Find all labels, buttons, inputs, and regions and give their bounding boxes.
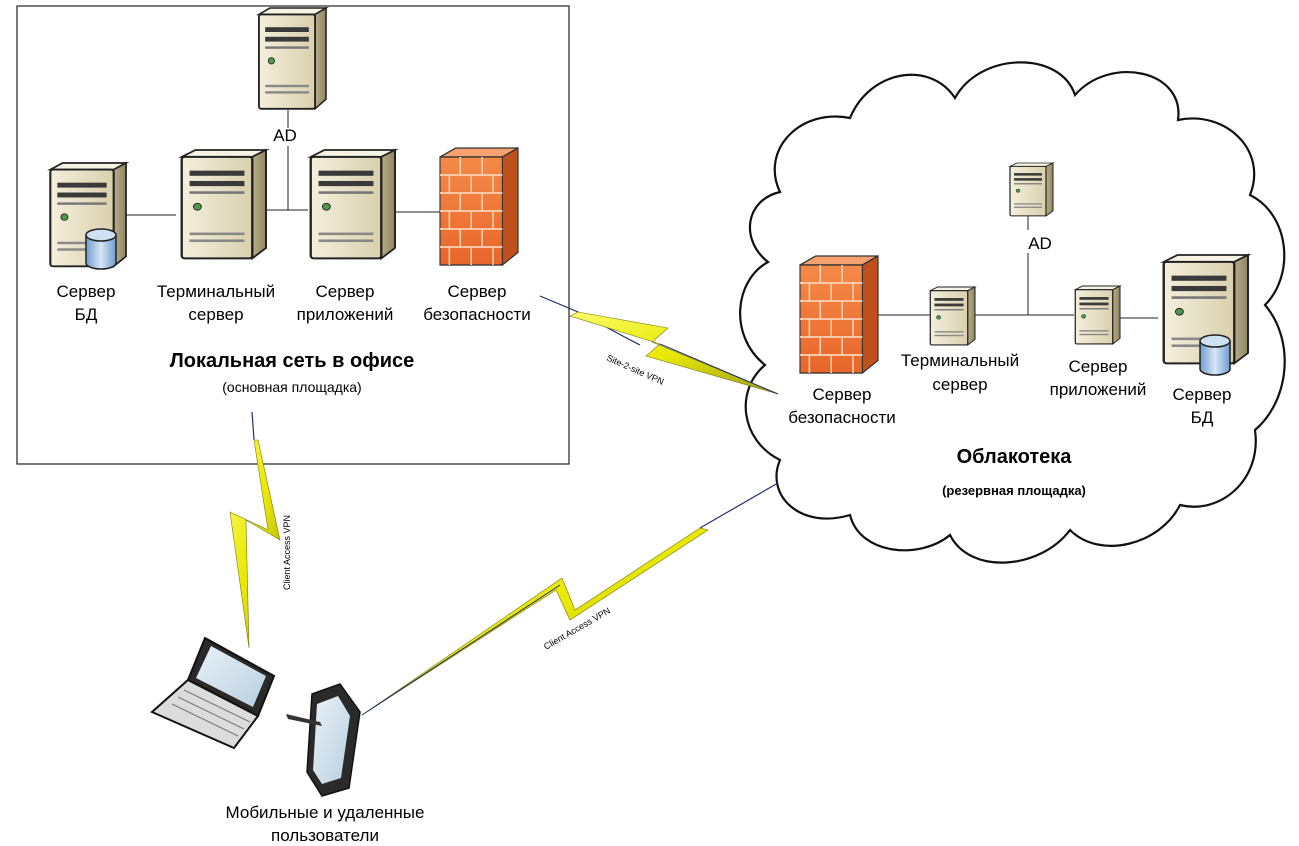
- cloud-security-label-1: Сервер: [813, 385, 872, 404]
- office-terminal-server-icon: [180, 148, 268, 260]
- office-ad-server-icon: [257, 7, 327, 110]
- cloud-app-label-2: приложений: [1050, 380, 1147, 399]
- tablet-icon: [286, 683, 361, 797]
- laptop-icon: [150, 636, 276, 750]
- cloud-terminal-label-1: Терминальный: [901, 351, 1019, 370]
- cloud-ad-server-icon: [1009, 162, 1054, 217]
- office-app-server-icon: [309, 148, 397, 260]
- office-db-label-1: Сервер: [57, 282, 116, 301]
- office-app-label-2: приложений: [297, 305, 394, 324]
- cloud-db-cylinder-icon: [1199, 334, 1231, 376]
- office-security-label-2: безопасности: [423, 305, 530, 324]
- office-terminal-label-2: сервер: [188, 305, 243, 324]
- cloud-title: Облакотека: [957, 446, 1073, 468]
- cloud-firewall-icon: [799, 255, 879, 374]
- cloud-app-server-icon: [1074, 285, 1121, 345]
- cloud-security-label-2: безопасности: [788, 408, 895, 427]
- cloud-app-label-1: Сервер: [1069, 357, 1128, 376]
- office-db-cylinder-icon: [85, 228, 117, 270]
- cloud-terminal-label-2: сервер: [932, 375, 987, 394]
- client-vpn-cloud-link: [361, 482, 779, 716]
- office-security-label-1: Сервер: [448, 282, 507, 301]
- client-vpn-office-link: [229, 411, 281, 649]
- office-subtitle: (основная площадка): [222, 379, 361, 395]
- office-firewall-icon: [439, 147, 519, 266]
- cloud-db-label-2: БД: [1191, 408, 1214, 427]
- office-title: Локальная сеть в офисе: [170, 350, 415, 372]
- users-label-1: Мобильные и удаленные: [226, 803, 425, 822]
- cloud-db-label-1: Сервер: [1173, 385, 1232, 404]
- users-label-2: пользователи: [271, 826, 379, 845]
- cloud-shape: [739, 61, 1286, 564]
- office-terminal-label-1: Терминальный: [157, 282, 275, 301]
- cloud-terminal-server-icon: [929, 286, 976, 346]
- client-vpn-office-label: Client Access VPN: [282, 515, 292, 590]
- office-links: [120, 110, 440, 216]
- cloud-ad-label: AD: [1028, 234, 1052, 253]
- cloud-links: [878, 215, 1158, 319]
- office-app-label-1: Сервер: [316, 282, 375, 301]
- office-db-label-2: БД: [75, 305, 98, 324]
- office-ad-label: AD: [273, 126, 297, 145]
- cloud-subtitle: (резервная площадка): [942, 483, 1086, 498]
- site2site-vpn-link: [539, 295, 779, 395]
